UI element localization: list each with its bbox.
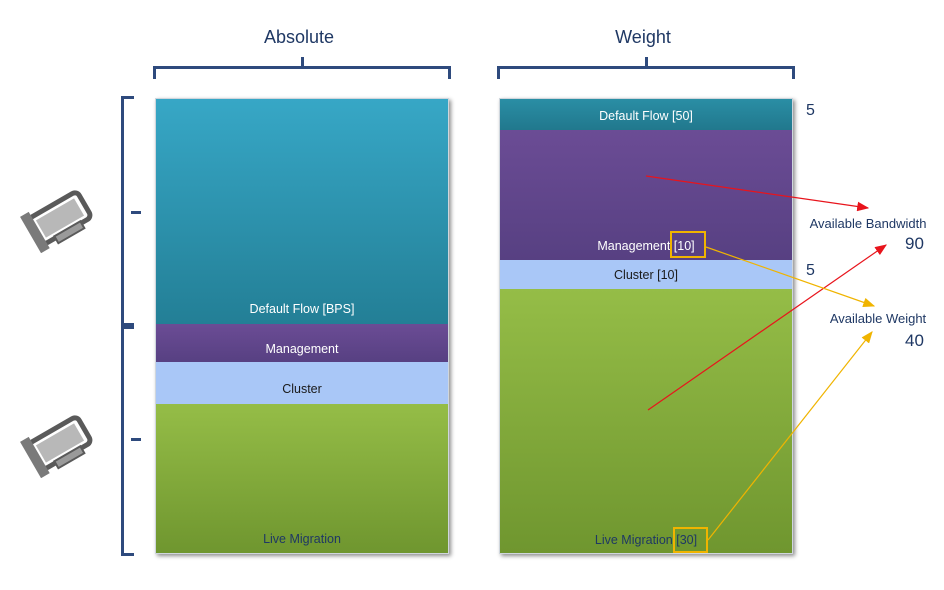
absolute-cluster-segment: Cluster [156,362,448,404]
absolute-management-segment: Management [156,324,448,362]
weight-management-segment: Management [10] [500,130,792,260]
absolute-bracket [153,57,451,79]
weight-arrow-from-management [705,246,876,307]
absolute-live-migration-label: Live Migration [263,532,341,546]
bandwidth-arrow-from-management [645,175,870,212]
nic-top-bracket [121,96,141,329]
weight-cluster-segment: Cluster [10] [500,260,792,289]
bandwidth-arrow-from-live-migration [647,244,887,411]
weight-cluster-label: Cluster [10] [614,268,678,282]
weight-default-flow-segment: Default Flow [50] [500,99,792,130]
live-migration-weight-highlight [673,527,708,553]
weight-live-migration-name: Live Migration [594,533,673,547]
network-card-icon [20,190,93,253]
weight-management-value: [10] [673,239,695,253]
weight-live-migration-label: Live Migration [30] [500,533,792,547]
weight-live-migration-value: [30] [676,533,698,547]
absolute-cluster-label: Cluster [282,382,322,396]
weight-arrow-from-live-migration [707,331,873,541]
weight-management-name: Management [597,239,671,253]
weight-column: Default Flow [50] Management [10] Cluste… [499,98,793,554]
available-weight-value: 40 [905,331,924,350]
weight-bracket [497,57,795,79]
absolute-heading: Absolute [263,27,335,47]
weight-management-label: Management [10] [500,239,792,253]
absolute-live-migration-segment: Live Migration [156,404,448,553]
available-bandwidth-value: 90 [905,234,924,253]
network-card-icon [20,415,93,478]
weight-heading: Weight [615,27,671,47]
nic-bottom-bracket [121,323,141,556]
default-flow-side-number: 5 [806,102,815,119]
available-bandwidth-label: Available Bandwidth [809,216,927,231]
cluster-side-number: 5 [806,262,815,279]
absolute-column: Default Flow [BPS] Management Cluster Li… [155,98,449,554]
absolute-default-flow-label: Default Flow [BPS] [249,302,355,316]
weight-default-flow-label: Default Flow [50] [599,109,693,123]
absolute-management-label: Management [265,342,339,356]
management-weight-highlight [670,231,706,258]
available-weight-label: Available Weight [829,311,927,326]
absolute-default-flow-segment: Default Flow [BPS] [156,99,448,324]
weight-live-migration-segment: Live Migration [30] [500,289,792,553]
